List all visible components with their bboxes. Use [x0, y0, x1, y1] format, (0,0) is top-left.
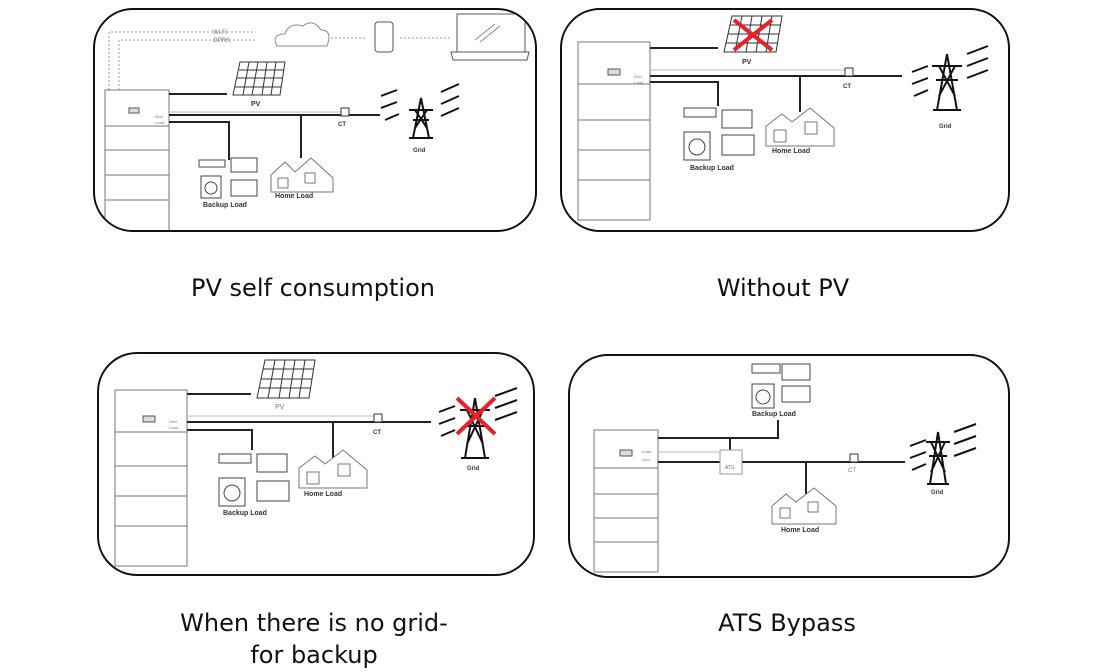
ats-label: ATS — [725, 465, 735, 471]
grid-tower-icon — [911, 45, 989, 111]
backup-load-label: Backup Load — [752, 411, 796, 418]
diagram-without-pv: Grid Load PV CT Grid Backup Load — [560, 8, 1010, 232]
battery-inverter-stack — [104, 89, 170, 230]
home-icon — [765, 107, 835, 147]
gprs-link — [118, 39, 255, 90]
ct-icon — [373, 413, 383, 423]
home-icon — [771, 487, 837, 525]
grid-tower-icon — [909, 423, 977, 485]
pv-panel-icon — [256, 359, 316, 399]
port-load-label: Load — [155, 120, 164, 125]
pv-unavailable-cross-icon — [732, 18, 774, 52]
backup-wire — [169, 121, 230, 160]
home-load-label: Home Load — [304, 491, 342, 498]
home-icon — [298, 449, 368, 489]
backup-load-label: Backup Load — [223, 510, 267, 517]
ct-label: CT — [843, 84, 851, 90]
port-grid-label: Grid — [634, 74, 642, 79]
caption-ats-bypass: ATS Bypass — [718, 609, 856, 637]
port-grid-label: Grid — [642, 457, 650, 462]
gprs-label: GPRS — [213, 38, 230, 44]
battery-inverter-stack — [593, 429, 659, 573]
port-load-label: Load — [634, 80, 643, 85]
backup-load-icons — [218, 453, 290, 507]
laptop-icon — [450, 13, 530, 61]
diagram-svg: Grid Load PV CT Grid Backup Load — [577, 15, 989, 221]
ct-label: CT — [338, 122, 346, 128]
grid-tower-icon — [438, 387, 518, 459]
port-load-label: Load — [642, 449, 651, 454]
grid-tower-icon — [380, 83, 460, 139]
pv-panel-icon — [232, 61, 286, 96]
home-load-label: Home Load — [781, 527, 819, 534]
diagram-svg: Wi-Fi GPRS Grid Load — [104, 13, 530, 230]
backup-load-icons — [683, 107, 755, 161]
caption-pv-self-consumption: PV self consumption — [191, 274, 435, 302]
backup-load-label: Backup Load — [203, 202, 247, 209]
port-grid-label: Grid — [169, 419, 177, 424]
grid-label: Grid — [413, 148, 426, 154]
diagram-ats-bypass: Load Grid ATS CT Grid Backup Load Home L — [568, 354, 1010, 578]
diagram-pv-self-consumption: Wi-Fi GPRS Grid Load — [93, 8, 537, 232]
pv-label: PV — [251, 101, 261, 108]
diagram-svg: Grid Load PV CT Grid Backup Load — [114, 359, 518, 567]
cloud-icon — [274, 22, 330, 47]
backup-wire — [187, 429, 253, 450]
grid-label: Grid — [467, 466, 480, 472]
ats-switch-icon — [719, 449, 743, 475]
ct-icon — [340, 107, 350, 117]
caption-line-1: When there is no grid- — [180, 609, 448, 637]
ct-icon — [849, 453, 859, 463]
home-load-label: Home Load — [275, 193, 313, 200]
grid-unavailable-cross-icon — [455, 396, 497, 436]
grid-label: Grid — [939, 124, 952, 130]
grid-label: Grid — [931, 490, 944, 496]
wifi-link — [108, 31, 255, 90]
pv-label: PV — [275, 404, 285, 411]
caption-no-grid-backup: When there is no grid- for backup — [97, 607, 531, 671]
port-grid-label: Grid — [155, 114, 163, 119]
battery-inverter-stack — [114, 389, 188, 567]
backup-load-icons — [198, 157, 258, 199]
home-load-label: Home Load — [772, 148, 810, 155]
pv-label: PV — [742, 59, 752, 66]
backup-load-label: Backup Load — [690, 165, 734, 172]
caption-line-2: for backup — [250, 641, 378, 669]
phone-icon — [374, 21, 394, 53]
ct-icon — [844, 67, 854, 77]
wifi-label: Wi-Fi — [213, 30, 227, 36]
ct-label: CT — [848, 468, 856, 474]
caption-without-pv: Without PV — [716, 274, 850, 302]
backup-wire — [658, 420, 779, 439]
port-load-label: Load — [169, 425, 178, 430]
backup-wire — [650, 81, 719, 106]
diagram-svg: Load Grid ATS CT Grid Backup Load Home L — [593, 363, 977, 573]
ct-label: CT — [373, 430, 381, 436]
home-icon — [270, 157, 334, 193]
battery-inverter-stack — [577, 41, 651, 221]
diagram-no-grid-backup: Grid Load PV CT Grid Backup Load — [97, 352, 535, 576]
backup-load-icons — [751, 363, 811, 409]
